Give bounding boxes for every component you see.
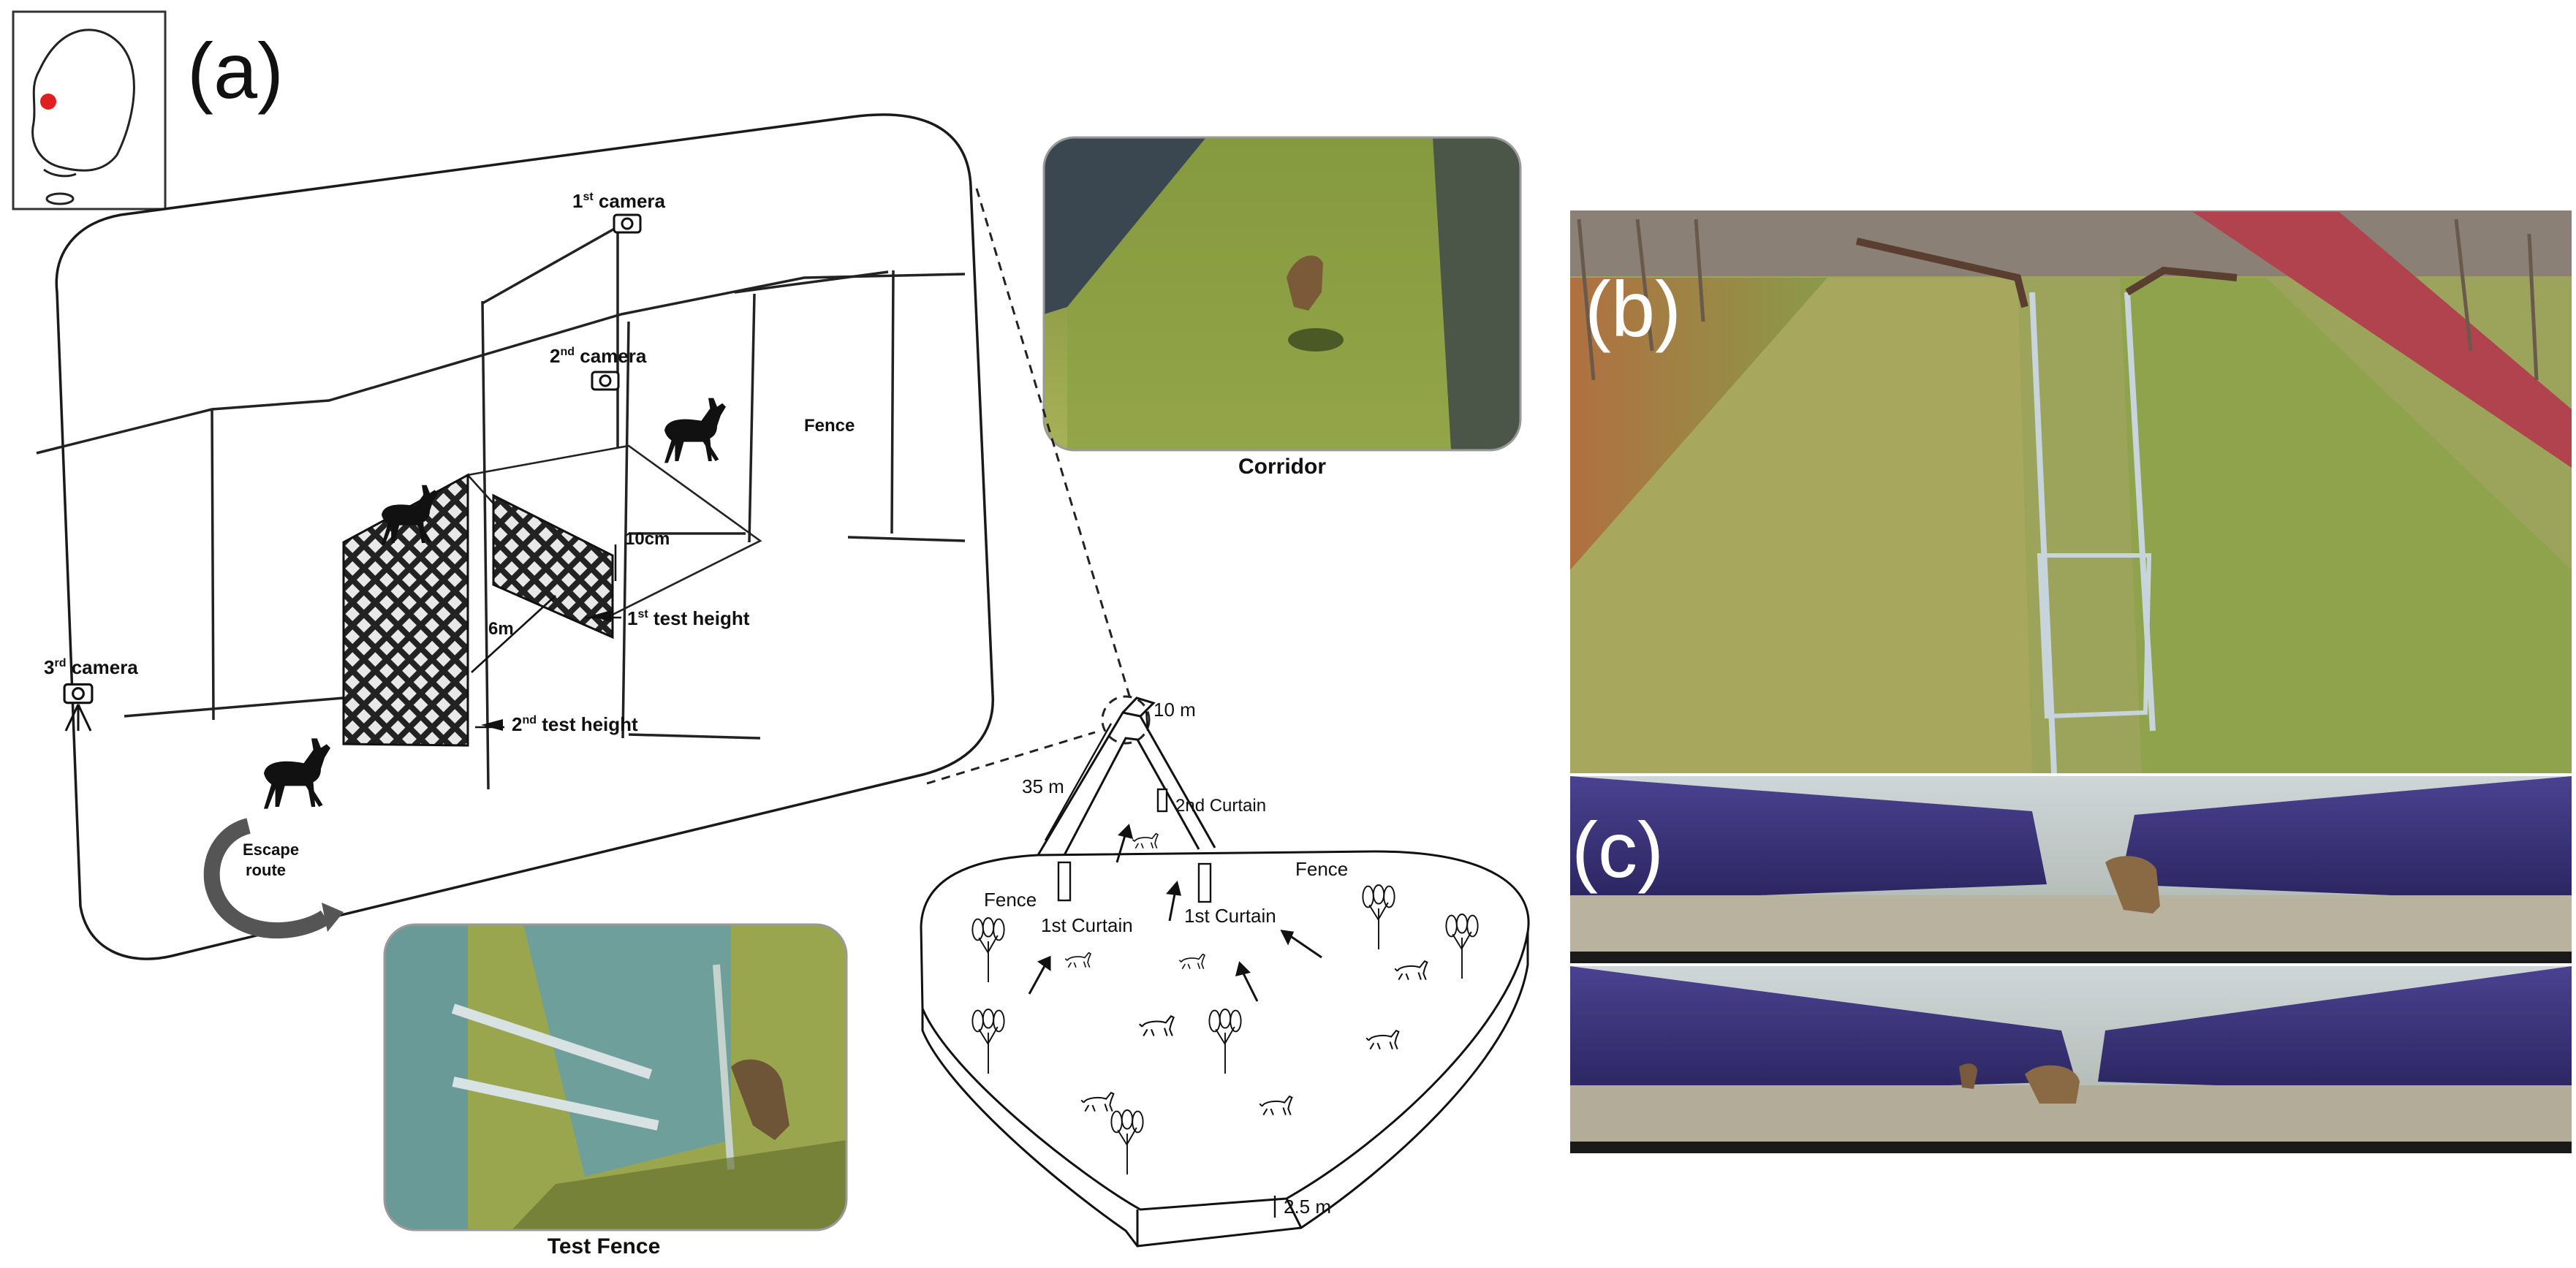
curtain-1st-right-label: 1st Curtain [1184,905,1276,927]
corridor-caption: Corridor [1238,455,1326,479]
deer-figure [1064,952,1091,968]
height-2-5m-label: 2.5 m [1284,1196,1331,1218]
fence-right-label: Fence [1295,858,1348,880]
test-fence-caption: Test Fence [548,1234,661,1258]
deer-figure [1365,1029,1400,1050]
enclosure-curtains [1057,788,1212,903]
enclosure-diagram [920,696,1530,1248]
gap-label: 10cm [625,529,670,549]
escape-route-arrow [203,818,344,939]
depth-label: 6m [488,619,514,639]
tree-icon [1208,1009,1242,1074]
curtain-2nd-label: 2nd Curtain [1175,796,1266,816]
tree-icon [971,1009,1005,1074]
camera-3-icon [63,683,94,732]
deer-figure [1080,1091,1115,1112]
deer-figure [1138,1015,1175,1037]
deer-figure [1259,1096,1293,1116]
fence-label: Fence [804,416,855,436]
tree-icon [1110,1109,1144,1175]
test-fence-photo [383,923,848,1231]
mesh-curtain-1st [492,493,614,639]
length-10m-label: 10 m [1153,699,1196,721]
escape-label-1: Escape [243,840,299,859]
tree-icon [971,917,1005,983]
locator-map [12,10,167,210]
length-35m-label: 35 m [1022,775,1064,797]
camera-frame-top [1570,776,2572,963]
deer-figure [1178,953,1205,970]
camera-3-label: 3rd camera [44,656,138,678]
tree-icon [1362,884,1395,950]
zoom-connectors [926,188,1151,785]
sketch-fence [36,218,966,790]
aerial-photo [1570,210,2572,773]
panel-label-b: (b) [1585,265,1681,353]
camera-frame-bottom [1570,966,2572,1153]
escape-label-2: route [246,861,286,879]
camera-2-label: 2nd camera [550,345,647,367]
camera-1-label: 1st camera [572,190,666,212]
height-2-label: 2nd test height [512,713,638,735]
curtain-1st-left-label: 1st Curtain [1041,914,1133,936]
panel-label-a: (a) [187,26,284,115]
enclosure-dimensions [1044,710,1276,1218]
deer-figure [1132,832,1159,849]
corridor-photo [1042,136,1522,452]
study-site-dot [40,94,56,110]
camera-1-icon [613,213,642,234]
deer-figure [1394,960,1428,981]
height-1-label: 1st test height [627,607,750,629]
fence-left-label: Fence [984,889,1037,911]
panel-label-c: (c) [1572,805,1664,894]
enclosure-arrows [1028,824,1322,1002]
camera-2-icon [591,371,620,391]
tree-icon [1445,914,1479,979]
